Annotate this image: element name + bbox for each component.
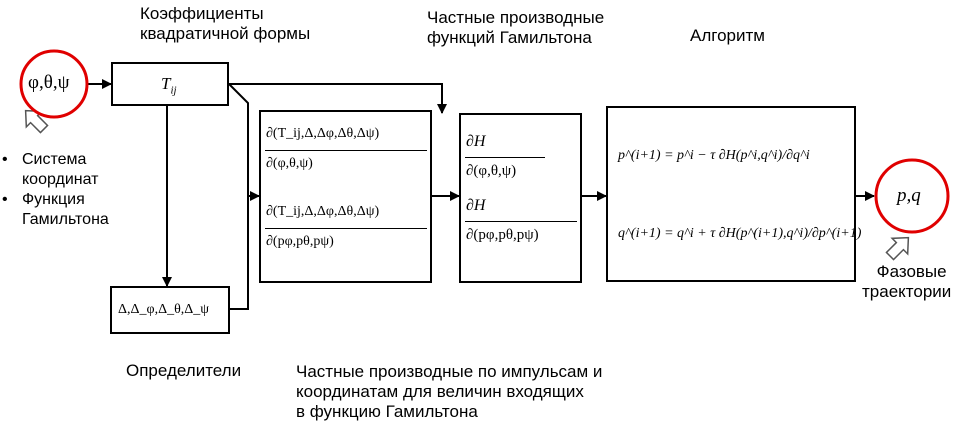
partials-frac-line2 <box>265 228 427 229</box>
input-node-text: φ,θ,ψ <box>28 72 70 93</box>
hamilton-box: ∂H ∂(φ,θ,ψ) ∂H ∂(pφ,pθ,pψ) <box>459 113 582 283</box>
input-bullets: Система координат Функция Гамильтона <box>0 150 120 230</box>
wire-tij-to-hamilton <box>229 83 447 114</box>
algorithm-box: p^(i+1) = p^i − τ ∂H(p^i,q^i)/∂q^i q^(i+… <box>606 106 861 282</box>
momenta-partials-label: Частные производные по импульсам и коорд… <box>296 362 603 421</box>
partials-den1: ∂(φ,θ,ψ) <box>266 156 313 171</box>
determinants-symbols: Δ,Δ_φ,Δ_θ,Δ_ψ <box>118 302 210 317</box>
input-circle <box>19 49 89 119</box>
output-circle <box>874 158 950 234</box>
determinants-label: Определители <box>126 361 242 380</box>
partials-num2: ∂(T_ij,Δ,Δφ,Δθ,Δψ) <box>266 204 380 219</box>
algorithm-label: Алгоритм <box>690 26 765 45</box>
coefficients-label: Коэффициенты квадратичной формы <box>140 4 311 43</box>
bullet-hamilton-function: Функция Гамильтона <box>0 190 120 230</box>
wire-tij-to-partials <box>228 83 260 201</box>
determinants-box: Δ,Δ_φ,Δ_θ,Δ_ψ <box>110 286 230 334</box>
hamilton-den1: ∂(φ,θ,ψ) <box>466 163 517 179</box>
hamilton-frac-line1 <box>465 157 545 158</box>
wire-det-to-partials <box>230 196 249 310</box>
phase-label: Фазовые траектории <box>862 262 952 301</box>
bullet-coordinate-system: Система координат <box>0 150 120 190</box>
pointer-arrow-output <box>885 236 910 261</box>
partials-num1: ∂(T_ij,Δ,Δφ,Δθ,Δψ) <box>266 126 380 141</box>
hamilton-num2: ∂H <box>466 197 486 214</box>
output-node-text: p,q <box>897 185 921 206</box>
partials-frac-line1 <box>265 150 427 151</box>
hamilton-frac-line2 <box>465 221 577 222</box>
partials-box: ∂(T_ij,Δ,Δφ,Δθ,Δψ) ∂(φ,θ,ψ) ∂(T_ij,Δ,Δφ,… <box>259 110 432 283</box>
algorithm-eq2: q^(i+1) = q^i + τ ∂H(p^(i+1),q^i)/∂p^(i+… <box>618 226 862 241</box>
algorithm-eq1: p^(i+1) = p^i − τ ∂H(p^i,q^i)/∂q^i <box>618 148 810 163</box>
tij-symbol: Tij <box>161 74 177 97</box>
hamilton-partials-label: Частные производные функций Гамильтона <box>427 8 605 47</box>
partials-den2: ∂(pφ,pθ,pψ) <box>266 234 334 249</box>
tij-box: Tij <box>111 62 229 106</box>
hamilton-num1: ∂H <box>466 133 486 150</box>
hamilton-den2: ∂(pφ,pθ,pψ) <box>466 227 539 243</box>
